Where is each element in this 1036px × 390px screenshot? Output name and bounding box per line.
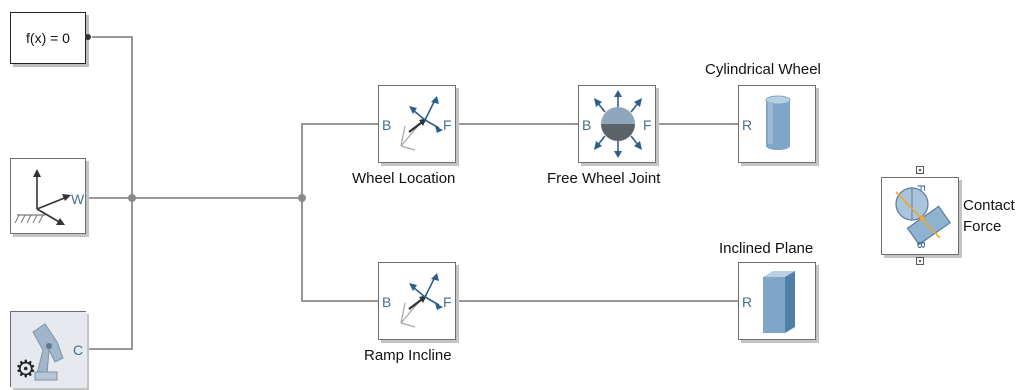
solver-port	[85, 34, 91, 40]
mechanism-port-c[interactable]: C	[73, 342, 84, 358]
solver-configuration-text: f(x) = 0	[26, 30, 70, 46]
ramp-incline-port-b[interactable]: B	[382, 294, 392, 310]
rigid-transform-icon	[400, 96, 443, 151]
wire-solver-to-bus[interactable]	[92, 36, 133, 198]
wire-mech-to-bus[interactable]	[88, 198, 133, 350]
gear-icon: ⚙	[15, 356, 37, 383]
brick-solid-icon	[763, 271, 795, 333]
wheel-location-label: Wheel Location	[352, 170, 456, 187]
contact-force-label-line1: Contact	[963, 197, 1015, 214]
wheel-location-port-f[interactable]: F	[443, 117, 452, 133]
free-wheel-joint-label: Free Wheel Joint	[547, 170, 661, 187]
contact-force-port-b[interactable]: B	[914, 241, 927, 249]
inclined-plane-block[interactable]: R	[738, 262, 816, 340]
rigid-transform-icon	[400, 273, 443, 328]
world-frame-port-w[interactable]: W	[71, 191, 85, 207]
wire-bus-to-wheel-location[interactable]	[301, 123, 378, 198]
cylindrical-wheel-port-r[interactable]: R	[742, 117, 753, 133]
wheel-location-block[interactable]: B F	[378, 85, 456, 163]
inclined-plane-port-r[interactable]: R	[742, 294, 753, 310]
inclined-plane-label: Inclined Plane	[719, 240, 814, 257]
free-wheel-joint-block[interactable]: B F	[578, 85, 656, 163]
wheel-location-port-b[interactable]: B	[382, 117, 392, 133]
ramp-incline-label: Ramp Incline	[364, 347, 452, 364]
wire-bus-to-ramp-incline[interactable]	[301, 198, 378, 302]
cylindrical-wheel-block[interactable]: R	[738, 85, 816, 163]
robot-arm-icon	[11, 312, 87, 388]
world-frame-icon	[14, 169, 71, 225]
solver-configuration-block[interactable]: f(x) = 0	[10, 12, 86, 64]
ramp-incline-port-f[interactable]: F	[443, 294, 452, 310]
contact-force-bottom-port[interactable]	[916, 257, 924, 265]
contact-force-icon	[895, 187, 951, 246]
contact-force-block[interactable]: F B	[881, 177, 959, 255]
free-wheel-joint-port-f[interactable]: F	[643, 117, 652, 133]
junction-right	[298, 194, 306, 202]
junction-left	[128, 194, 136, 202]
contact-force-top-port[interactable]	[916, 166, 924, 174]
world-frame-block[interactable]: W	[10, 158, 86, 234]
six-dof-joint-icon	[594, 90, 642, 158]
cylinder-solid-icon	[765, 95, 791, 150]
contact-force-port-f[interactable]: F	[914, 184, 927, 192]
contact-force-label-line2: Force	[963, 218, 1002, 235]
mechanism-configuration-block[interactable]: ⚙ C	[10, 311, 87, 388]
free-wheel-joint-port-b[interactable]: B	[582, 117, 592, 133]
ramp-incline-block[interactable]: B F	[378, 262, 456, 340]
cylindrical-wheel-label: Cylindrical Wheel	[705, 61, 821, 78]
